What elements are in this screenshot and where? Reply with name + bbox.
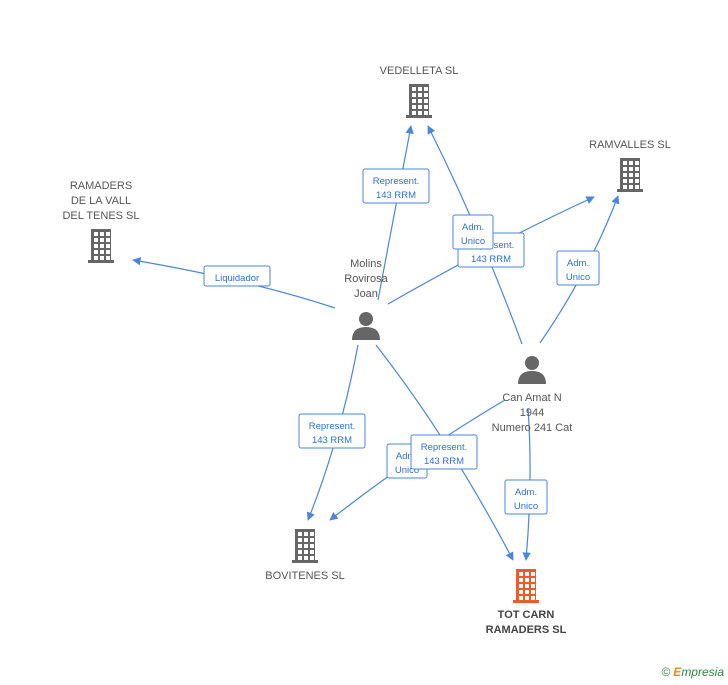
node-label-line: TOT CARN xyxy=(498,609,555,621)
edge-label-molins-ramaders[interactable]: Liquidador xyxy=(203,265,271,287)
edge-molins-vedelleta xyxy=(377,125,414,301)
node-label-line: Numero 241 Cat xyxy=(492,422,573,434)
edge-label-line: Adm. xyxy=(462,222,484,233)
node-ramvalles[interactable]: RAMVALLES SL xyxy=(589,139,671,192)
edge-label-line: Unico xyxy=(395,465,419,476)
edge-label-canamat-totcarn[interactable]: Adm. Unico xyxy=(504,479,548,515)
node-tot_carn[interactable]: TOT CARN RAMADERS SL xyxy=(486,569,567,636)
edge-label-line: Adm. xyxy=(567,258,589,269)
edge-label-box xyxy=(298,413,366,449)
building-icon xyxy=(88,229,114,263)
empresia-watermark[interactable]: ©Empresia xyxy=(661,665,724,679)
edge-label-molins-vedelleta[interactable]: Represent. 143 RRM xyxy=(362,168,430,204)
node-label-line: RAMADERS xyxy=(70,180,132,192)
edge-label-line: Adm. xyxy=(396,451,418,462)
node-label-line: BOVITENES SL xyxy=(265,570,344,582)
empresia-logo-initial: E xyxy=(673,665,682,679)
node-vedelleta[interactable]: VEDELLETA SL xyxy=(380,65,459,118)
copyright-symbol: © xyxy=(661,665,671,679)
node-label-line: 1944 xyxy=(520,407,544,419)
nodes-layer: VEDELLETA SL RAMVALLES SL RAMADERS DE LA VA… xyxy=(62,65,670,636)
edge-label-box xyxy=(452,214,494,250)
edge-label-molins-bovitenes[interactable]: Represent. 143 RRM xyxy=(298,413,366,449)
edge-label-box xyxy=(556,250,600,286)
node-label-line: RAMVALLES SL xyxy=(589,139,671,151)
edge-label-line: 143 RRM xyxy=(376,190,416,201)
node-label-line: Molins xyxy=(350,258,382,270)
building-icon xyxy=(406,84,432,118)
edge-label-box xyxy=(504,479,548,515)
edge-label-box xyxy=(203,265,271,287)
building-icon xyxy=(513,569,539,603)
edge-label-line: Represent. xyxy=(421,442,467,453)
node-label-line: Rovirosa xyxy=(344,273,388,285)
edge-label-line: 143 RRM xyxy=(471,254,511,265)
edge-label-molins-totcarn[interactable]: Represent. 143 RRM xyxy=(410,434,478,470)
edge-label-line: Unico xyxy=(514,501,538,512)
edge-label-line: Represent. xyxy=(309,421,355,432)
edge-label-line: Adm. xyxy=(515,487,537,498)
edge-label-box xyxy=(362,168,430,204)
edge-label-line: 143 RRM xyxy=(424,456,464,467)
person-icon xyxy=(518,356,546,384)
edge-label-line: Unico xyxy=(461,236,485,247)
node-label-line: VEDELLETA SL xyxy=(380,65,459,77)
edge-label-line: Represent. xyxy=(373,176,419,187)
edge-label-box xyxy=(410,434,478,470)
edge-label-line: 143 RRM xyxy=(312,435,352,446)
edge-labels-layer: Represent.143 RRMLiquidadorRepresent.143… xyxy=(203,168,600,515)
edge-label-canamat-vedelleta[interactable]: Adm. Unico xyxy=(452,214,494,250)
building-icon xyxy=(292,529,318,563)
node-label-line: Can Amat N xyxy=(502,392,561,404)
building-icon xyxy=(617,158,643,192)
node-ramaders_vall[interactable]: RAMADERS DE LA VALL DEL TENES SL xyxy=(62,180,140,263)
node-label-line: RAMADERS SL xyxy=(486,624,567,636)
edge-label-canamat-ramvalles[interactable]: Adm. Unico xyxy=(556,250,600,286)
node-label-line: DE LA VALL xyxy=(71,195,131,207)
person-icon xyxy=(352,312,380,340)
edge-label-line: Liquidador xyxy=(215,273,259,284)
edge-label-line: Unico xyxy=(566,272,590,283)
node-bovitenes[interactable]: BOVITENES SL xyxy=(265,529,345,582)
node-label-line: Joan xyxy=(354,288,378,300)
empresia-logo-text: mpresia xyxy=(681,665,724,679)
node-label-line: DEL TENES SL xyxy=(62,210,139,222)
